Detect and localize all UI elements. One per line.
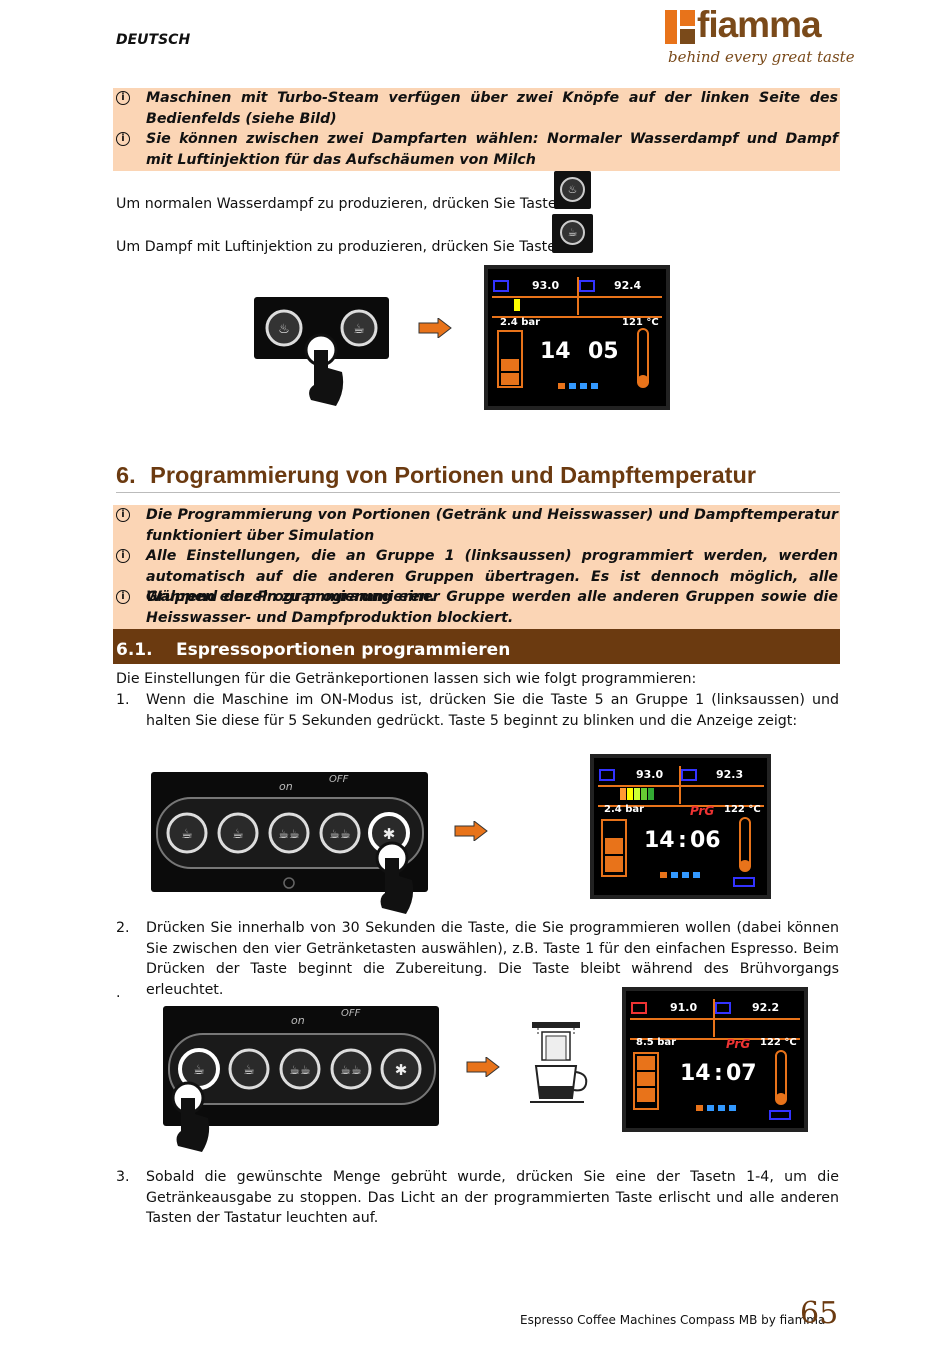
group-temp-left: 93.0 [636,768,664,781]
program-indicator: PrG [726,1037,751,1051]
svg-text:☕: ☕ [181,827,193,842]
section-6-1-heading: 6.1. Espressoportionen programmieren [113,629,840,664]
keypad-graphics: ☕ ☕ ☕☕ ☕☕ ✱ [156,797,424,889]
svg-text:☕: ☕ [193,1063,205,1078]
svg-text:☕☕: ☕☕ [289,1063,311,1077]
step-number: 3. [116,1169,130,1185]
arrow-right-icon [418,318,452,338]
arrow-right-icon [454,821,488,841]
note-text: Sie können zwischen zwei Dampfarten wähl… [146,131,838,168]
svg-text:✱: ✱ [383,825,396,843]
keypad-image-1: ☕ ☕ ☕☕ ☕☕ ✱ on OFF [151,772,428,892]
step-number: 1. [116,692,130,708]
display-screen-2: 93.0 92.3 2.4 bar PrG 122 °C 14 : 06 [590,754,771,899]
pointing-hand-icon [304,333,344,406]
steam-normal-button-icon: ♨ [554,171,591,209]
steam-normal-text: Um normalen Wasserdampf zu produzieren, … [116,196,557,212]
steam-air-text: Um Dampf mit Luftinjektion zu produziere… [116,239,556,255]
svg-text:☕☕: ☕☕ [278,827,300,841]
svg-text:☕☕: ☕☕ [340,1063,362,1077]
svg-text:☕: ☕ [353,322,365,337]
note-text: Während der Programmierung einer Gruppe … [146,589,838,626]
group-temp-left: 91.0 [670,1001,698,1014]
steam-buttons-icon: ♨ ☕ [265,309,378,347]
note-box-section6: i Die Programmierung von Portionen (Getr… [113,505,840,629]
intro-text: Die Einstellungen für die Getränkeportio… [116,671,697,687]
step-text: Wenn die Maschine im ON-Modus ist, drück… [146,692,839,729]
brand-logo: fiamma behind every great taste [665,4,855,72]
note-text: Die Programmierung von Portionen (Geträn… [146,507,838,544]
steam-air-button-icon: ☕ [552,214,593,253]
display-graphics [598,766,764,887]
svg-text:☕: ☕ [232,827,244,842]
steam-temp-readout: 122 °C [724,804,761,815]
group-temp-right: 92.2 [752,1001,780,1014]
logo-tagline: behind every great taste [668,48,855,66]
pressure-readout: 8.5 bar [636,1037,677,1048]
info-icon: i [116,590,130,604]
clock-separator: : [714,1061,723,1086]
logo-wordmark: fiamma [697,4,822,45]
logo-mark-icon [665,10,695,44]
group-temp-left: 93.0 [532,279,560,292]
subsection-number: 6.1. [116,640,153,660]
note-text: Maschinen mit Turbo-Steam verfügen über … [146,90,838,127]
clock-minutes: 07 [726,1061,757,1086]
pressure-readout: 2.4 bar [604,804,645,815]
program-indicator: PrG [690,804,715,818]
step-number: 2. [116,920,130,936]
svg-text:☕: ☕ [243,1063,255,1078]
steam-temp-readout: 122 °C [760,1037,797,1048]
pointing-hand-icon [375,841,414,914]
svg-text:☕☕: ☕☕ [329,827,351,841]
on-label: on [279,780,293,793]
off-label: OFF [341,1008,361,1019]
note-box-top: i Maschinen mit Turbo-Steam verfügen übe… [113,88,840,171]
subsection-title: Espressoportionen programmieren [176,640,511,660]
steam-temp-readout: 121 °C [622,317,659,328]
clock-hours: 14 [680,1061,711,1086]
display-screen-1: 93.0 92.4 2.4 bar 121 °C 14 05 [484,265,670,410]
pressure-readout: 2.4 bar [500,317,541,328]
footer-text: Espresso Coffee Machines Compass MB by f… [520,1313,826,1327]
display-graphics [492,277,662,389]
info-icon: i [116,508,130,522]
svg-text:♨: ♨ [278,322,290,337]
step-text: Drücken Sie innerhalb von 30 Sekunden di… [146,920,839,998]
language-label: DEUTSCH [116,32,191,48]
info-icon: i [116,549,130,563]
info-icon: i [116,91,130,105]
keypad-image-2: ☕ ☕ ☕☕ ☕☕ ✱ on OFF [163,1006,439,1126]
off-label: OFF [329,774,349,785]
clock-hours: 14 [644,828,675,853]
step-text: Sobald die gewünschte Menge gebrüht wurd… [146,1169,839,1226]
stray-dot: . [116,985,121,1001]
group-temp-right: 92.3 [716,768,744,781]
clock-hours: 14 [540,339,571,364]
info-icon: i [116,132,130,146]
clock-separator: : [678,828,687,853]
pointing-hand-icon [171,1081,210,1152]
clock-minutes: 06 [690,828,721,853]
svg-text:✱: ✱ [395,1061,408,1079]
section-title: Programmierung von Portionen und Dampfte… [150,462,756,488]
clock-minutes: 05 [588,339,619,364]
display-screen-3: 91.0 92.2 8.5 bar PrG 122 °C 14 : 07 [622,987,808,1132]
page-number: 65 [800,1296,839,1331]
display-graphics [630,999,800,1120]
on-label: on [291,1014,305,1027]
arrow-right-icon [466,1057,500,1077]
section-6-heading: 6. Programmierung von Portionen und Damp… [116,462,840,493]
note-text: Alle Einstellungen, die an Gruppe 1 (lin… [146,548,838,605]
espresso-cup-icon [530,1022,588,1103]
group-temp-right: 92.4 [614,279,642,292]
keypad-graphics: ☕ ☕ ☕☕ ☕☕ ✱ [168,1033,436,1105]
section-number: 6. [116,462,136,488]
